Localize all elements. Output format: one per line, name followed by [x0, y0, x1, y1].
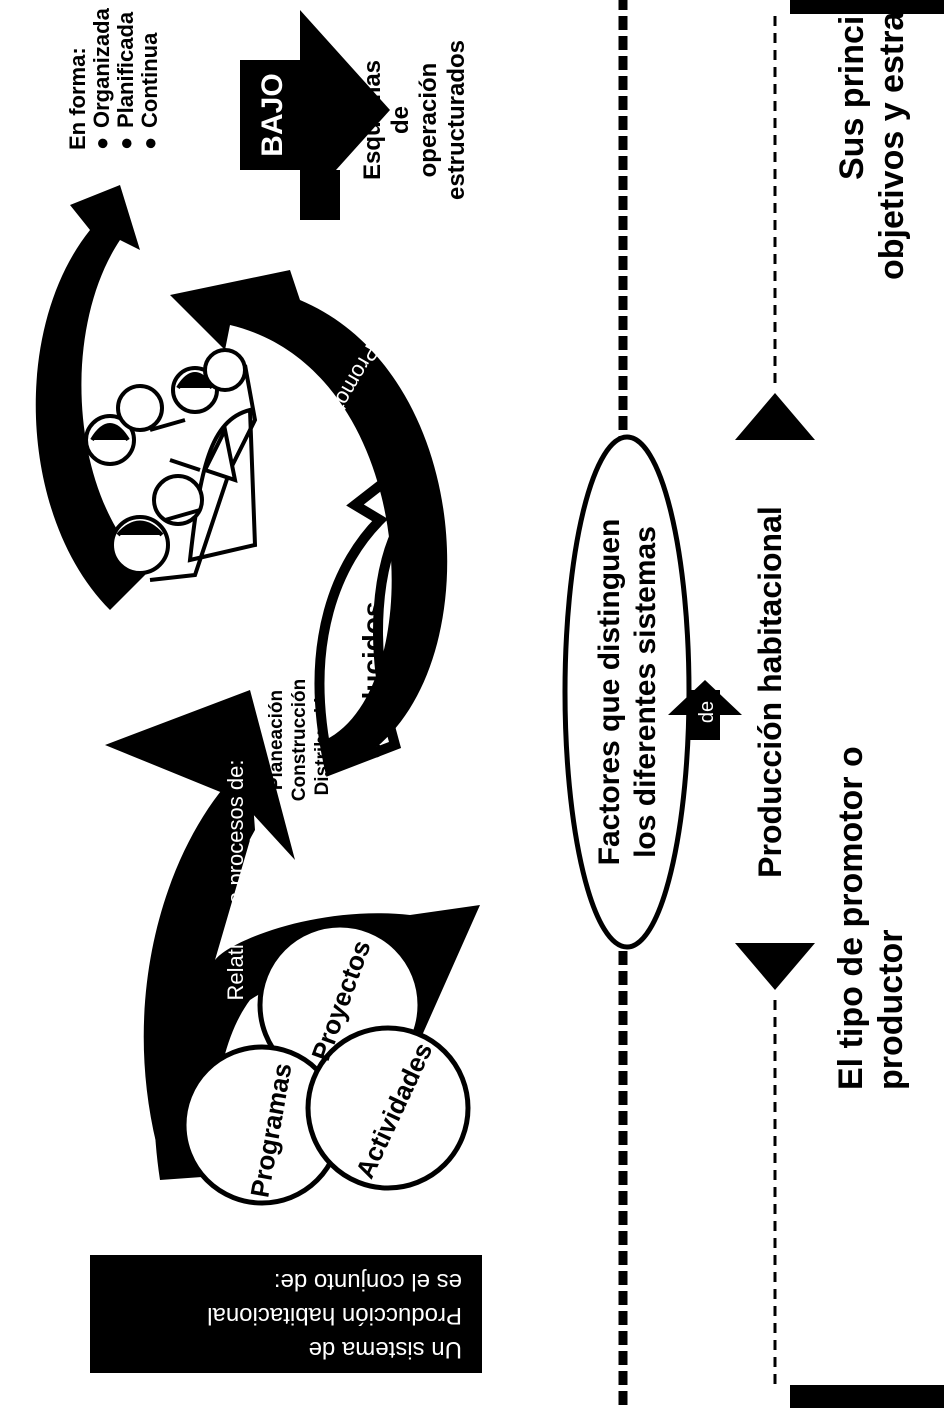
bajo-label: BAJO	[256, 73, 289, 156]
bar-right	[790, 0, 944, 14]
triangle-left	[735, 943, 815, 990]
forma-arrow	[35, 185, 150, 610]
relativos-arrow-head	[105, 690, 295, 860]
de-arrow-body	[690, 690, 720, 740]
principios-line-1: Sus principios,	[833, 0, 871, 180]
factores-line-1: Factores que distinguen	[593, 519, 626, 866]
forma-bullet-2: ●	[113, 137, 138, 150]
forma-item-2: Planificada	[113, 11, 138, 128]
de-label: de	[696, 701, 718, 723]
intro-box-text: Un sistema de Producción habitacional es…	[207, 1268, 462, 1363]
promotores-arrow	[170, 270, 448, 770]
forma-item-1: Organizada	[89, 7, 114, 128]
bajo-arrow	[240, 10, 390, 220]
intro-line-3: es el conjunto de:	[274, 1268, 462, 1295]
forma-item-3: Continua	[137, 32, 162, 128]
bajo-box	[240, 60, 302, 170]
esquemas-line-3: operación	[415, 63, 442, 178]
principios-line-2: objetivos y estrategias	[873, 0, 911, 280]
people-illustration	[84, 348, 258, 582]
tipo-line-2: productor	[872, 929, 910, 1090]
esquemas-line-1: Esquemas	[359, 60, 386, 180]
factores-ellipse	[562, 434, 692, 950]
intro-line-1: Un sistema de	[309, 1336, 462, 1363]
esquemas-line-2: de	[387, 106, 414, 134]
intro-box	[90, 1255, 482, 1373]
factores-line-2: los diferentes sistemas	[629, 526, 662, 858]
intro-line-2: Producción habitacional	[207, 1302, 462, 1329]
forma-bullet-1: ●	[89, 137, 114, 150]
esquemas-line-4: estructurados	[443, 40, 470, 200]
forma-heading: En forma:	[65, 47, 90, 150]
process-planeacion: Planeación	[266, 690, 287, 790]
relativos-arrow	[154, 840, 480, 1180]
produccion-label: Producción habitacional	[752, 506, 788, 878]
relativos-arrow-body	[143, 760, 255, 1175]
circle-actividades	[305, 1025, 471, 1191]
triangle-right	[735, 393, 815, 440]
tipo-line-1: El tipo de promotor o	[832, 746, 870, 1090]
relativos-label: Relativos a procesos de:	[223, 760, 248, 1001]
bar-left	[790, 1385, 944, 1408]
process-construccion: Construcción	[289, 679, 310, 801]
forma-bullet-3: ●	[137, 137, 162, 150]
